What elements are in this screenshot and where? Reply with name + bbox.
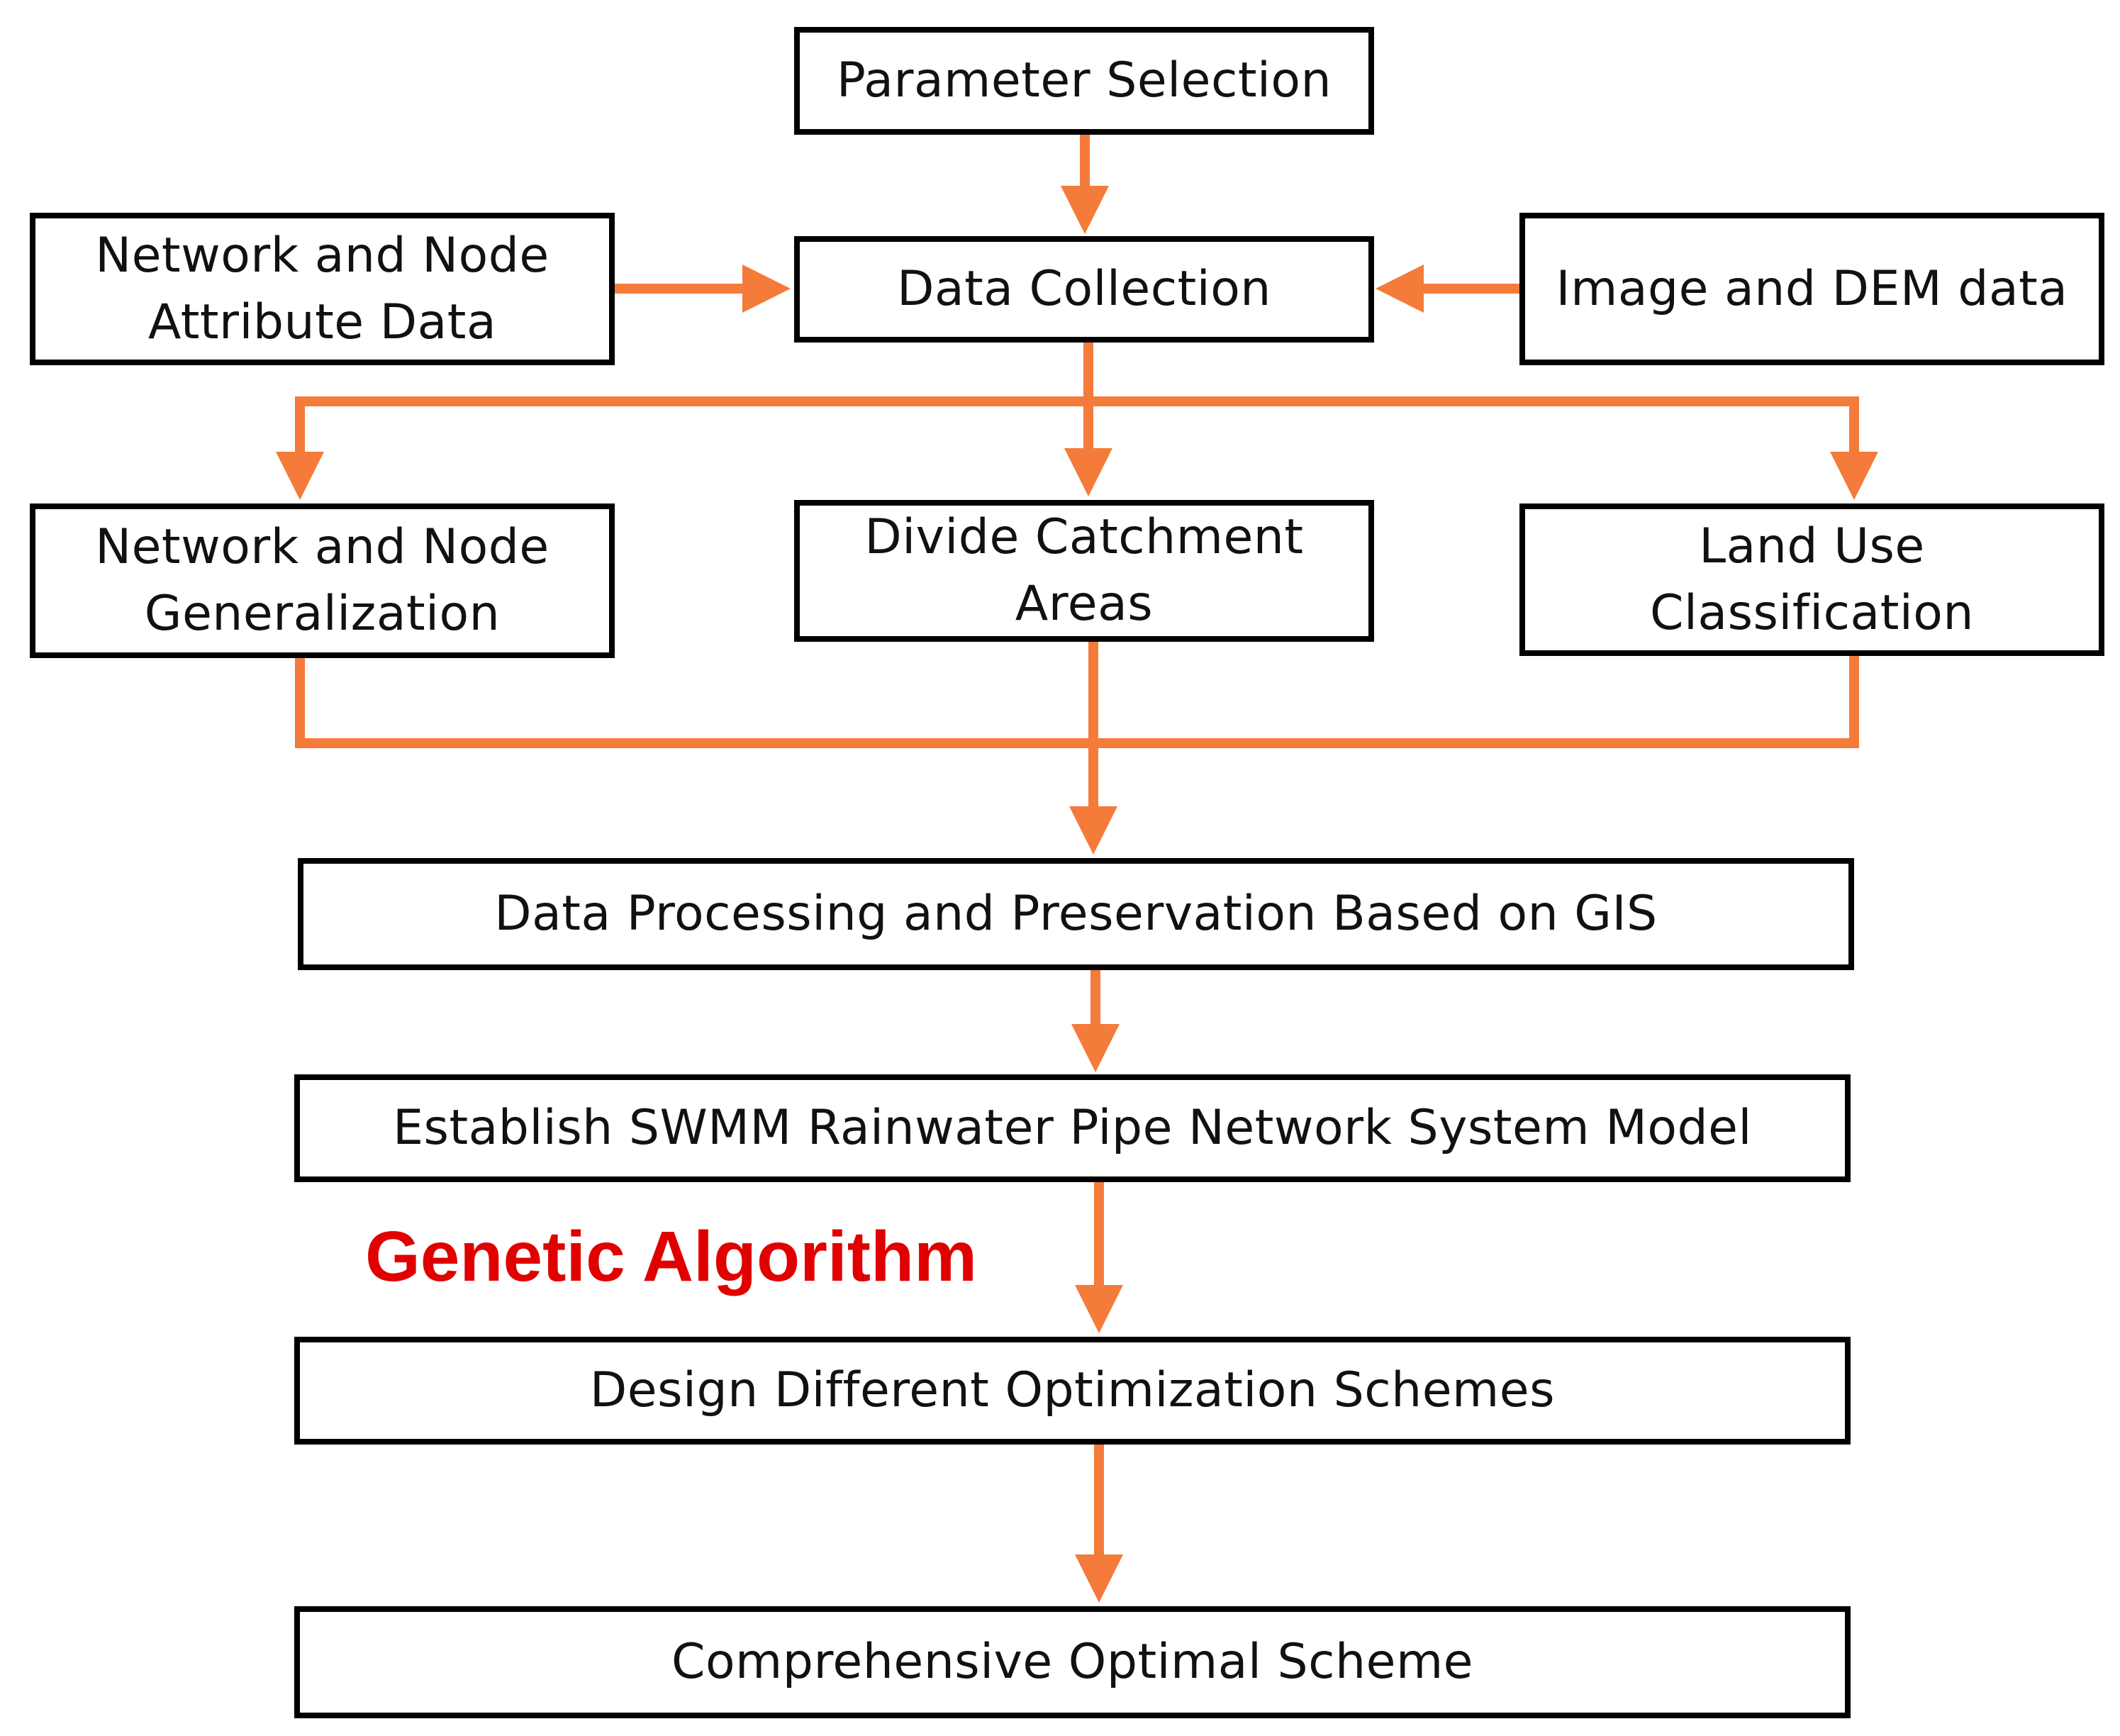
node-network-node-generalization: Network and Node Generalization	[30, 503, 615, 658]
node-parameter-selection: Parameter Selection	[794, 27, 1374, 135]
node-optimal-scheme: Comprehensive Optimal Scheme	[294, 1606, 1851, 1718]
arrow-image-to-collection-head	[1376, 265, 1424, 313]
node-label: Network and Node Generalization	[95, 519, 549, 642]
node-label: Divide Catchment Areas	[864, 509, 1304, 632]
node-label: Comprehensive Optimal Scheme	[671, 1634, 1474, 1691]
arrow-swmm-to-design-head	[1075, 1285, 1123, 1333]
node-divide-catchment-areas: Divide Catchment Areas	[794, 500, 1374, 642]
arrow-to-landuse-head	[1830, 452, 1878, 500]
arrow-gis-to-swmm-head	[1071, 1024, 1120, 1072]
node-network-node-attribute-data: Network and Node Attribute Data	[30, 213, 615, 365]
node-data-collection: Data Collection	[794, 236, 1374, 343]
arrow-to-catchment-head	[1064, 448, 1112, 496]
node-label: Network and Node Attribute Data	[95, 227, 549, 350]
node-label: Establish SWMM Rainwater Pipe Network Sy…	[393, 1100, 1752, 1157]
genetic-algorithm-label: Genetic Algorithm	[365, 1217, 978, 1296]
node-image-dem-data: Image and DEM data	[1519, 213, 2104, 365]
arrow-param-to-collection-head	[1061, 186, 1109, 234]
node-label: Image and DEM data	[1556, 260, 2068, 317]
node-label: Data Collection	[897, 261, 1271, 318]
arrow-attribute-to-collection-head	[742, 265, 791, 313]
node-label: Design Different Optimization Schemes	[589, 1362, 1556, 1419]
arrow-design-to-optimal-head	[1075, 1554, 1123, 1603]
node-label: Parameter Selection	[836, 52, 1332, 109]
node-design-schemes: Design Different Optimization Schemes	[294, 1337, 1851, 1445]
node-land-use-classification: Land Use Classification	[1519, 503, 2104, 656]
node-swmm-model: Establish SWMM Rainwater Pipe Network Sy…	[294, 1074, 1851, 1182]
node-label: Data Processing and Preservation Based o…	[494, 886, 1658, 942]
arrow-to-generalization-head	[276, 452, 324, 500]
node-gis-processing: Data Processing and Preservation Based o…	[298, 858, 1854, 970]
node-label: Land Use Classification	[1650, 518, 1974, 641]
arrow-to-gis-head	[1069, 806, 1117, 855]
